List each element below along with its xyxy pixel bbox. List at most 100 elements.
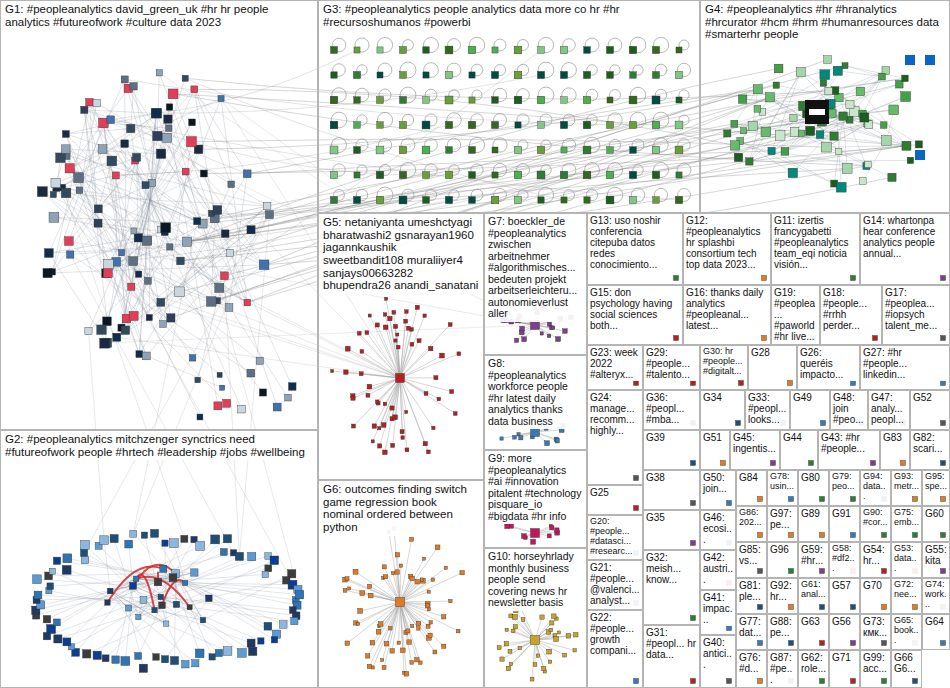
vertex-square — [63, 554, 72, 563]
graph-edge-line — [66, 149, 146, 185]
vertex-square — [271, 637, 277, 643]
vertex-square — [497, 646, 501, 650]
vertex-square — [434, 376, 438, 380]
graph-edge-curve — [156, 50, 357, 113]
vertex-square — [367, 584, 371, 588]
vertex-square — [423, 47, 429, 53]
group-box: G83 — [880, 430, 910, 470]
vertex-square — [370, 640, 375, 645]
self-loop — [538, 87, 554, 103]
graph-edge-line — [400, 378, 433, 428]
group-label: G84 — [737, 471, 766, 484]
group-box: G76: #d... — [736, 650, 767, 688]
graph-edge-line — [801, 72, 919, 145]
vertex-square — [248, 553, 256, 561]
vertex-square — [836, 182, 846, 192]
vertex-square — [508, 649, 512, 653]
vertex-square — [530, 677, 534, 681]
vertex-square — [584, 47, 591, 54]
vertex-square — [215, 283, 224, 292]
graph-edge-line — [194, 89, 214, 218]
graph-edge-line — [368, 602, 400, 656]
vertex-square — [513, 625, 517, 629]
vertex-square — [166, 104, 172, 110]
vertex-square — [563, 653, 567, 657]
graph-edge-line — [499, 640, 535, 648]
graph-edge-line — [129, 556, 240, 608]
group-label: G62: role... — [799, 651, 828, 675]
vertex-square — [492, 47, 498, 53]
vertex-square — [376, 171, 383, 178]
vertex-square — [913, 533, 918, 538]
vertex-square — [741, 128, 747, 134]
graph-edge-line — [384, 378, 400, 425]
vertex-square — [423, 197, 430, 204]
vertex-square — [758, 569, 763, 574]
vertex-square — [514, 96, 522, 104]
graph-edge-line — [170, 247, 242, 409]
graph-edge-line — [400, 602, 420, 663]
vertex-square — [191, 569, 198, 576]
graph-edge-line — [89, 102, 145, 185]
vertex-square — [93, 651, 101, 659]
vertex-square — [691, 541, 696, 546]
group-box: G62: role... — [798, 650, 829, 688]
vertex-square — [43, 268, 52, 277]
vertex-square — [354, 172, 360, 178]
graph-edge-line — [387, 602, 400, 644]
vertex-square — [197, 414, 203, 420]
group-box: G23: week 2022 #alteryx... — [587, 345, 643, 390]
vertex-square — [264, 622, 272, 630]
graph-edge-line — [157, 113, 197, 221]
vertex-square — [110, 535, 118, 543]
vertex-square — [62, 565, 71, 574]
vertex-square — [330, 96, 338, 104]
vertex-square — [170, 539, 179, 548]
vertex-square — [206, 595, 213, 602]
vertex-square — [416, 621, 421, 626]
vertex-square — [156, 70, 162, 76]
graph-edge-line — [400, 378, 403, 438]
graph-edge-line — [57, 561, 173, 578]
vertex-square — [521, 618, 525, 622]
group-box: G53: data... — [891, 542, 922, 578]
group-label: G40: antici... — [701, 636, 735, 671]
vertex-square — [453, 412, 457, 416]
group-box: G81: ple... — [736, 578, 767, 614]
graph-edge-curve — [185, 78, 564, 200]
vertex-square — [128, 283, 135, 290]
vertex-square — [400, 430, 404, 434]
vertex-square — [378, 427, 381, 430]
vertex-square — [390, 406, 394, 410]
vertex-square — [378, 444, 382, 448]
group-box: G70 — [860, 578, 891, 614]
group-box: G41: impac... — [700, 590, 736, 635]
group-box: G63 — [798, 614, 829, 650]
graph-edge-line — [128, 88, 247, 302]
group-label: G91 — [830, 507, 859, 520]
group-box: G42: austri... — [700, 550, 736, 590]
vertex-square — [392, 311, 396, 315]
graph-edge-line — [400, 539, 412, 602]
vertex-square — [382, 665, 386, 669]
graph-edge-line — [112, 113, 157, 161]
group-label: G11: izertis francygabetti #peopleanalyt… — [772, 214, 859, 271]
vertex-square — [629, 46, 636, 53]
graph-edge-line — [125, 149, 198, 330]
vertex-square — [901, 92, 911, 102]
vertex-square — [244, 299, 251, 306]
vertex-square — [94, 219, 102, 227]
graph-edge-line — [42, 192, 259, 361]
group-panel: G3: #peopleanalytics people analytics da… — [318, 0, 700, 213]
vertex-square — [420, 578, 425, 583]
vertex-square — [103, 259, 113, 269]
group-label: G79: peo... — [830, 471, 859, 493]
graph-edge-curve — [107, 566, 163, 602]
graph-edge-line — [373, 378, 400, 441]
graph-edge-line — [49, 253, 107, 343]
profile-icon — [805, 100, 829, 124]
vertex-square — [385, 297, 388, 300]
group-box: G51 — [700, 430, 730, 470]
group-box: G78: usin... — [767, 470, 798, 506]
vertex-square — [816, 131, 824, 139]
